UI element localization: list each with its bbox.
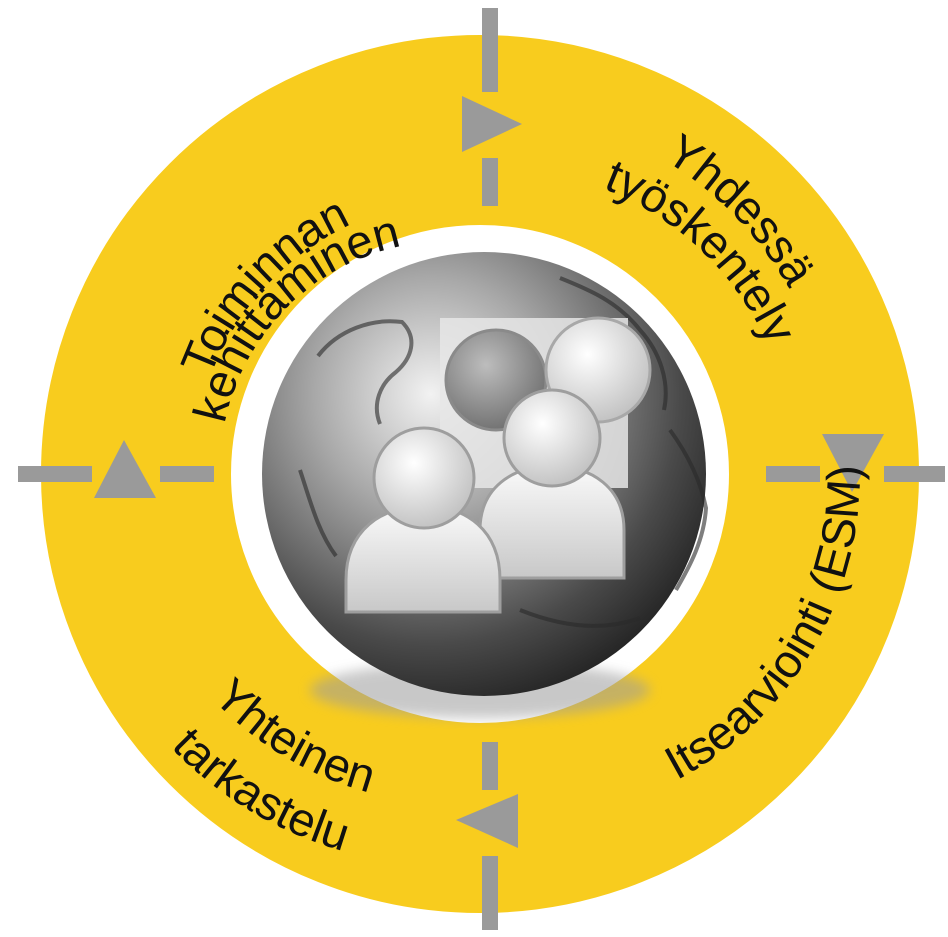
arrows (94, 96, 884, 848)
people-icon (344, 316, 652, 614)
globe-with-people-icon (262, 252, 709, 718)
globe-continents (298, 276, 709, 628)
arrow-up-icon (94, 440, 156, 498)
connectors (18, 8, 945, 930)
arrow-left-icon (456, 794, 518, 848)
arrow-right-icon (462, 96, 522, 152)
person-head-front-left (372, 426, 476, 530)
arrow-down-icon (822, 434, 884, 492)
person-head-front-right (502, 388, 602, 488)
